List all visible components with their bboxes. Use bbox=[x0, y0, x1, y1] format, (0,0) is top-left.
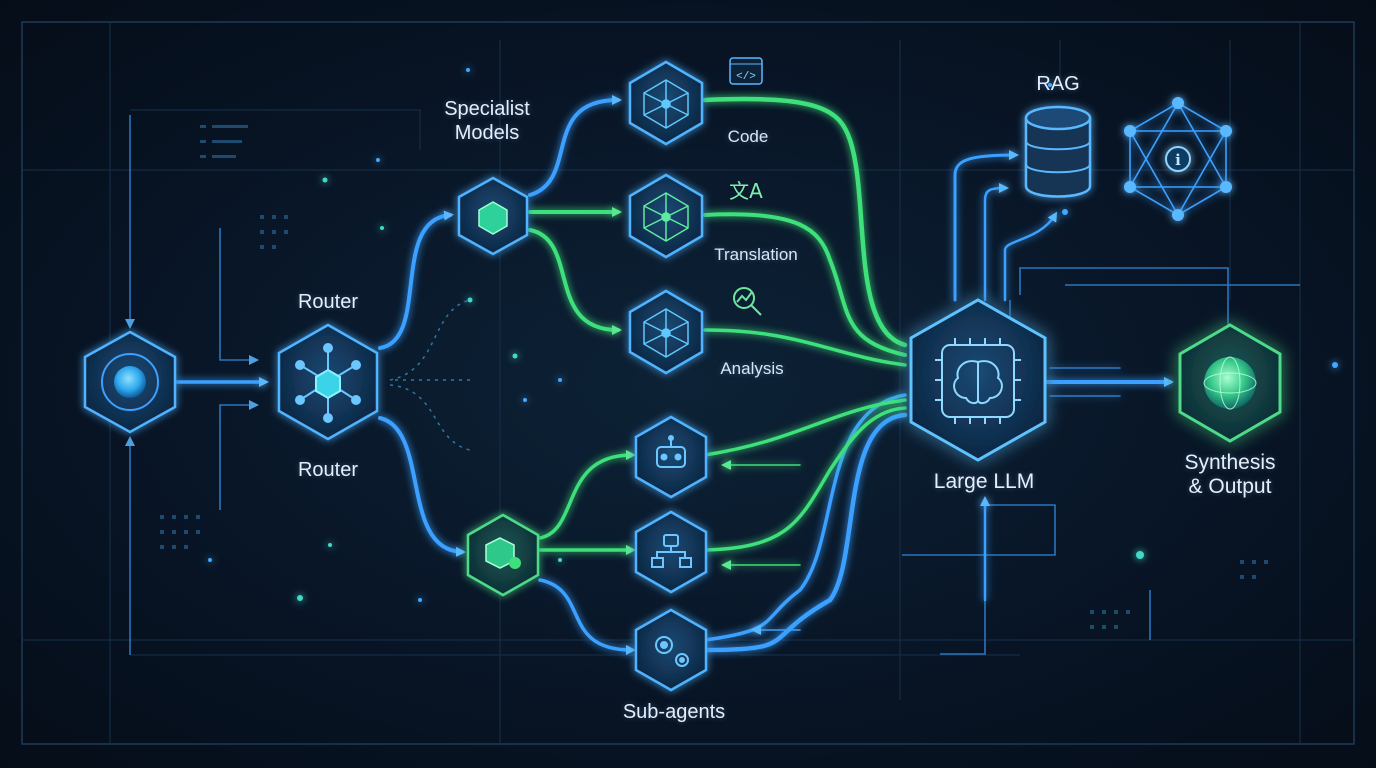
gears-icon bbox=[655, 636, 689, 667]
decor-dots bbox=[160, 125, 1268, 629]
branch-wires bbox=[389, 299, 471, 451]
svg-text:文A: 文A bbox=[729, 179, 763, 203]
globe-icon bbox=[1204, 357, 1256, 409]
background-grid bbox=[22, 22, 1354, 744]
subagent-hub-node[interactable] bbox=[466, 513, 540, 597]
knowledge-graph-icon: i bbox=[1124, 97, 1232, 221]
synthesis-output-node[interactable] bbox=[1178, 323, 1282, 443]
mesh-icon bbox=[643, 192, 689, 242]
network-hub-icon bbox=[295, 343, 361, 423]
code-badge-icon: </> bbox=[729, 57, 763, 85]
outer-frame bbox=[21, 21, 1355, 745]
translation-model-node[interactable] bbox=[628, 173, 704, 259]
analysis-model-node[interactable] bbox=[628, 289, 704, 375]
specialist-hub-node[interactable] bbox=[457, 176, 529, 256]
svg-text:i: i bbox=[1175, 151, 1181, 169]
mesh-icon bbox=[643, 79, 689, 129]
translation-label: Translation bbox=[714, 245, 798, 264]
synthesis-output-label: Synthesis & Output bbox=[1184, 451, 1276, 498]
code-label: Code bbox=[727, 127, 769, 146]
mesh-icon bbox=[643, 308, 689, 358]
large-llm-label: Large LLM bbox=[933, 470, 1035, 493]
gear-badge-icon bbox=[509, 557, 521, 569]
rag-label: RAG bbox=[1036, 73, 1080, 95]
specialist-models-label: Specialist Models bbox=[444, 98, 530, 144]
package-icon bbox=[485, 537, 515, 569]
cube-icon bbox=[478, 201, 508, 235]
large-llm-node[interactable] bbox=[909, 298, 1047, 462]
router-node[interactable] bbox=[277, 323, 379, 441]
analysis-label: Analysis bbox=[720, 359, 784, 378]
particles bbox=[208, 68, 1338, 602]
router-bottom-label: Router bbox=[297, 459, 359, 481]
brain-chip-icon bbox=[935, 338, 1021, 424]
agent-robot-node[interactable] bbox=[634, 415, 708, 499]
svg-text:</>: </> bbox=[736, 71, 756, 83]
workflow-icon bbox=[651, 534, 692, 568]
green-flows bbox=[528, 96, 908, 635]
translation-badge-icon: 文A bbox=[729, 179, 763, 203]
input-node[interactable] bbox=[83, 330, 177, 434]
rag-database-icon[interactable] bbox=[1024, 105, 1092, 198]
agent-settings-node[interactable] bbox=[634, 608, 708, 692]
code-model-node[interactable] bbox=[628, 60, 704, 146]
robot-icon bbox=[656, 435, 686, 468]
router-top-label: Router bbox=[297, 291, 359, 313]
analysis-badge-icon bbox=[733, 287, 762, 316]
agent-workflow-node[interactable] bbox=[634, 510, 708, 594]
sub-agents-label: Sub-agents bbox=[622, 701, 726, 723]
orb-icon bbox=[114, 366, 146, 398]
